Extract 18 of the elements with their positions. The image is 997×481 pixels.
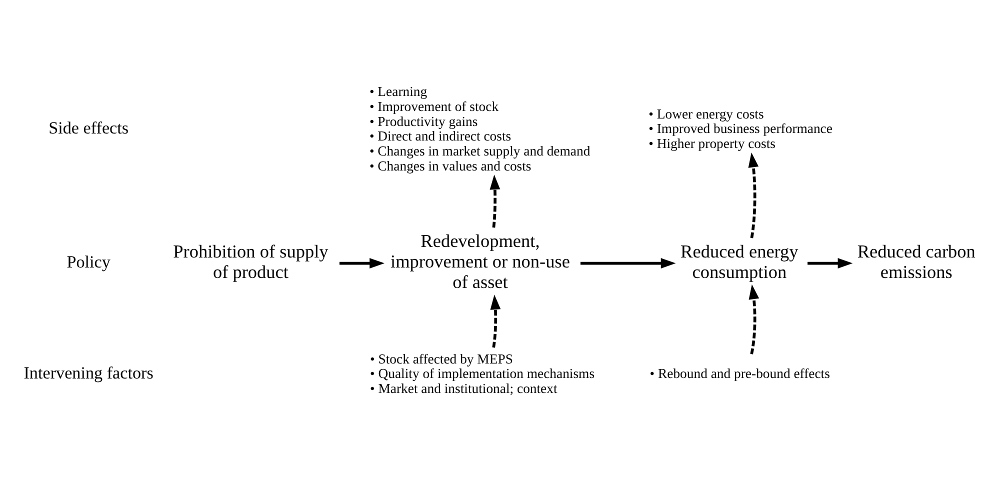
arrow — [490, 294, 501, 348]
node-text: Reduced energy consumption — [680, 240, 798, 282]
arrow — [748, 152, 759, 238]
arrow — [339, 258, 384, 268]
label: Side effects — [48, 118, 129, 138]
arrow — [490, 174, 500, 228]
node-text: Prohibition of supply of product — [173, 240, 328, 282]
arrow — [748, 284, 760, 354]
node-text: • Learning • Improvement of stock • Productivity gains • Direct and indirect costs • Changes in market supply and demand • Changes in values and costs — [369, 84, 590, 173]
arrow — [808, 258, 853, 268]
node-text: • Stock affected by MEPS • Quality of implementation mechanisms • Market and institutional; context — [370, 350, 595, 396]
node-text: • Rebound and pre-bound effects — [650, 366, 830, 381]
arrow — [580, 258, 676, 268]
node-text: Redevelopment, improvement or non-use of asset — [390, 230, 570, 292]
node-text: Reduced carbon emissions — [857, 240, 976, 282]
label: Policy — [66, 252, 110, 271]
label: Intervening factors — [24, 363, 154, 382]
node-text: • Lower energy costs • Improved business performance • Higher property costs — [648, 106, 832, 151]
